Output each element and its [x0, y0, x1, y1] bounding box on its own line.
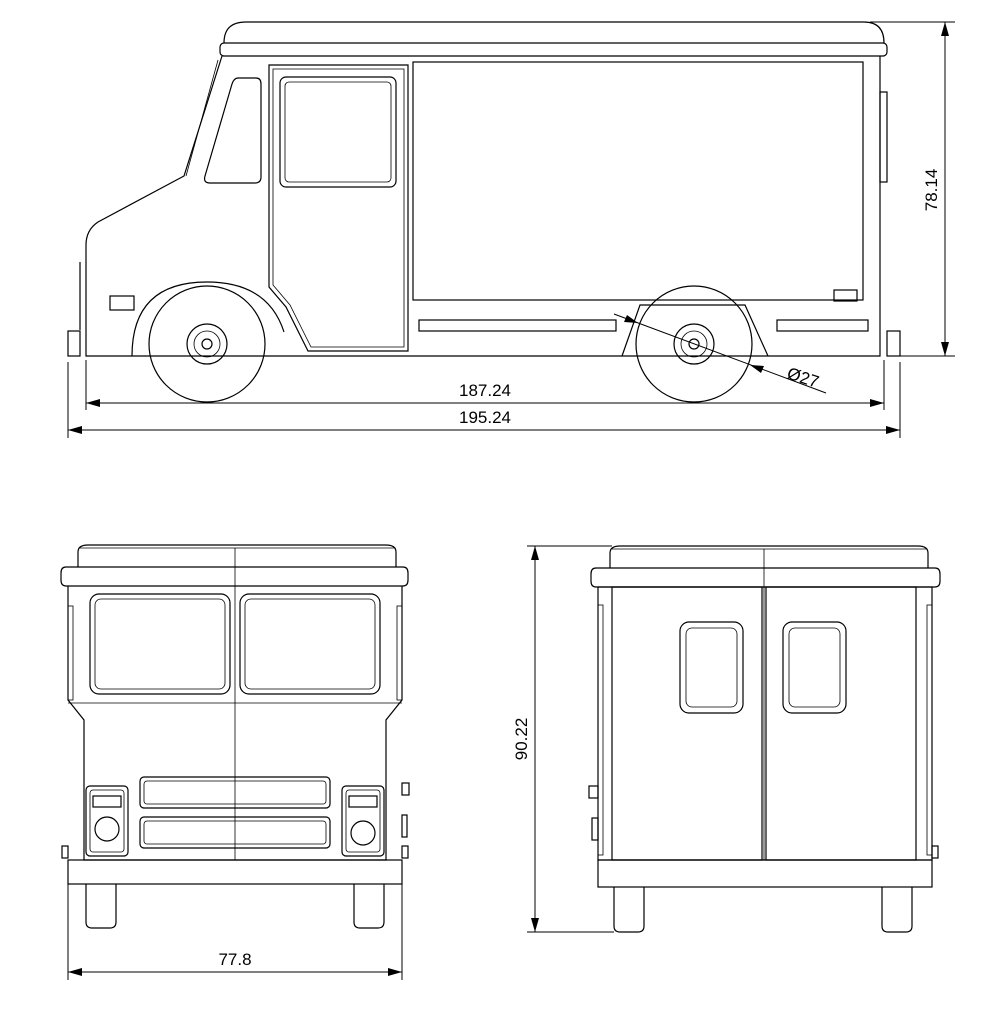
- side-rear-edge: [879, 91, 888, 183]
- side-roof-rim: [219, 42, 888, 57]
- rear-view: [588, 545, 941, 933]
- front-side-step: [401, 814, 408, 838]
- rear-tire-right: [881, 887, 913, 933]
- front-headlight-right: [341, 785, 385, 857]
- front-view: [60, 544, 410, 929]
- front-tire-left: [85, 884, 117, 929]
- side-door-inner: [272, 68, 405, 348]
- rear-window-right-inner: [788, 627, 841, 708]
- rear-height-arrow-bottom: [531, 918, 539, 932]
- front-width-label: 77.8: [218, 950, 251, 969]
- side-rear-tire: [635, 285, 753, 403]
- side-rear-bumper: [886, 330, 901, 357]
- side-door-window: [279, 76, 397, 188]
- rear-body-outline: [597, 586, 933, 861]
- side-front-rim-inner: [193, 330, 221, 358]
- side-body-outline: [85, 55, 881, 357]
- wheel-diameter-label: Ø27: [785, 364, 821, 392]
- rear-dimensions: 90.22: [512, 545, 614, 933]
- side-height-label: 78.14: [922, 169, 941, 212]
- front-tire-right: [353, 884, 385, 929]
- rear-door-right: [765, 586, 917, 861]
- front-windshield-right: [239, 593, 381, 695]
- side-front-rim: [186, 323, 228, 365]
- rear-side-stub: [931, 845, 939, 859]
- side-cargo-panel: [412, 61, 864, 301]
- side-dimensions: 78.14 187.24 195.24 Ø27: [67, 21, 955, 438]
- front-mirror-left: [67, 605, 74, 701]
- front-headlight-left-inner: [89, 789, 125, 853]
- wheel-diameter-arrow-a: [624, 315, 638, 323]
- rear-side-tab: [588, 785, 599, 799]
- front-windshield-right-inner: [244, 598, 376, 690]
- overall-length-label: 195.24: [459, 408, 511, 427]
- front-grille-upper: [139, 776, 331, 809]
- side-rear-rim: [673, 323, 715, 365]
- side-door: [268, 64, 409, 352]
- side-marker-light: [833, 289, 858, 302]
- width-arrow-left: [68, 968, 82, 976]
- front-windshield-left-inner: [94, 598, 226, 690]
- rear-window-right: [782, 621, 847, 714]
- wheelbase-arrow-right: [870, 399, 884, 407]
- wheel-diameter-arrow-b: [750, 365, 764, 373]
- front-windshield-left: [89, 593, 231, 695]
- rear-side-left: [597, 604, 604, 856]
- rear-height-arrow-top: [531, 546, 539, 560]
- front-side-stub-left: [61, 845, 69, 859]
- front-roof-rim: [60, 566, 409, 587]
- overall-arrow-right: [886, 426, 900, 434]
- rear-window-left-inner: [685, 627, 738, 708]
- rear-height-label: 90.22: [512, 718, 531, 761]
- front-bumper: [67, 859, 403, 885]
- front-mirror-right: [396, 605, 403, 701]
- rear-side-step: [591, 817, 599, 841]
- side-view: [67, 21, 901, 403]
- rear-bumper: [597, 859, 933, 888]
- side-door-window-inner: [284, 81, 392, 183]
- height-arrow-bottom: [941, 342, 949, 356]
- side-front-hub: [201, 338, 213, 350]
- side-quarter-window: [203, 77, 262, 184]
- front-roof-top: [77, 544, 397, 567]
- overall-arrow-left: [68, 426, 82, 434]
- side-rear-wheel-arch: [621, 304, 769, 357]
- front-headlight-left: [85, 785, 129, 857]
- wheel-diameter-leader: [613, 313, 827, 394]
- side-windshield-line: [185, 59, 219, 177]
- side-rear-rim-inner: [680, 330, 708, 358]
- side-rub-strip-rear: [776, 319, 869, 332]
- rear-window-left: [679, 621, 744, 714]
- front-grille-lower: [139, 816, 331, 849]
- rear-side-right: [926, 604, 933, 856]
- wheelbase-length-label: 187.24: [459, 381, 511, 400]
- wheelbase-arrow-left: [86, 399, 100, 407]
- rear-roof-rim: [590, 567, 941, 588]
- rear-tire-left: [613, 887, 645, 933]
- front-grille-lower-inner: [143, 820, 327, 845]
- side-rear-hub: [688, 338, 700, 350]
- front-grille-upper-inner: [143, 780, 327, 805]
- side-front-tire: [148, 285, 266, 403]
- front-side-stub-right: [401, 845, 409, 859]
- front-signal-left: [92, 795, 122, 808]
- side-roof-top: [223, 21, 885, 44]
- front-side-tab: [401, 782, 410, 796]
- front-dimensions: 77.8: [67, 884, 403, 980]
- rear-roof-top: [609, 545, 929, 568]
- width-arrow-right: [388, 968, 402, 976]
- side-rub-strip-front: [418, 319, 617, 332]
- front-signal-right: [348, 795, 378, 808]
- front-lamp-left: [94, 816, 120, 842]
- height-arrow-top: [941, 22, 949, 36]
- rear-door-left: [611, 586, 763, 861]
- front-lamp-right: [350, 820, 376, 846]
- side-front-bumper: [67, 330, 81, 357]
- front-headlight-right-inner: [345, 789, 381, 853]
- side-front-wheel-arch: [131, 281, 285, 357]
- side-front-marker: [109, 295, 135, 311]
